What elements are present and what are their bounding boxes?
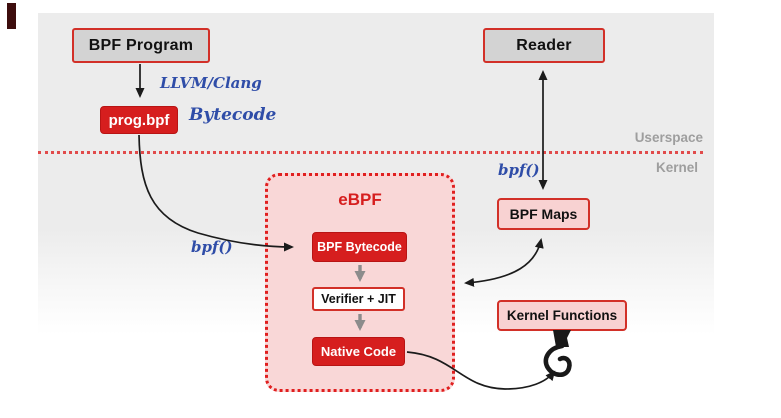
bytecode-annotation: Bytecode (189, 105, 277, 125)
bpf-program-node: BPF Program (72, 28, 210, 63)
kernel-region-label: Kernel (655, 160, 698, 175)
prog-bpf-node: prog.bpf (100, 106, 178, 134)
corner-mark (7, 3, 16, 29)
verifier-jit-node: Verifier + JIT (312, 287, 405, 311)
bpf-syscall-label-left: bpf() (191, 238, 233, 256)
ebpf-group-title: eBPF (338, 190, 382, 209)
bpf-bytecode-node: BPF Bytecode (312, 232, 407, 262)
bpf-maps-node: BPF Maps (497, 198, 590, 230)
reader-node: Reader (483, 28, 605, 63)
userspace-region-label: Userspace (634, 130, 703, 145)
bpf-syscall-label-right: bpf() (498, 161, 540, 179)
llvm-clang-annotation: LLVM/Clang (160, 74, 262, 92)
native-code-node: Native Code (312, 337, 405, 366)
userspace-kernel-separator (38, 151, 703, 154)
kernel-functions-node: Kernel Functions (497, 300, 627, 331)
